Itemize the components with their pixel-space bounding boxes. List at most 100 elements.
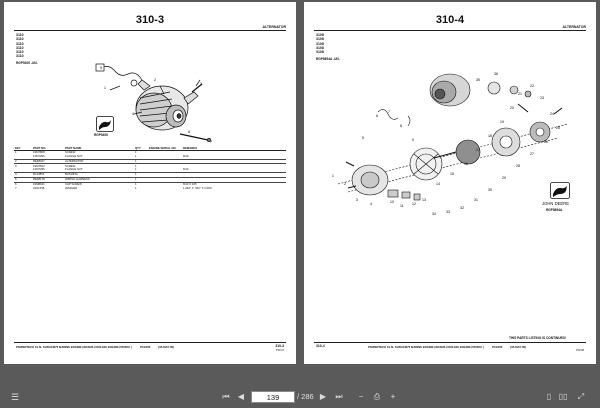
cell-serial: [148, 172, 182, 178]
callout-label: 20: [510, 106, 514, 110]
sidebar-toggle-icon[interactable]: ☰: [10, 392, 20, 402]
next-page-icon[interactable]: ▶: [319, 392, 327, 401]
callout-label: 4: [370, 202, 372, 206]
cell-remarks: M10: [183, 154, 189, 159]
table-row: 4 R123851 BUSHING 1: [14, 172, 286, 178]
callout-label: 31: [474, 198, 478, 202]
section-subtitle: ALTERNATOR: [262, 25, 286, 29]
model-number: 3108: [316, 41, 324, 46]
callout-label: 3: [200, 82, 202, 86]
callout-label: 36: [494, 72, 498, 76]
table-row: 14M7296 FLANGE NUT 1 M10: [14, 168, 286, 172]
callout-label: 2: [154, 78, 156, 82]
cell-serial: [148, 176, 182, 183]
footer-pn: PN=37: [275, 349, 284, 352]
cell-serial: [148, 149, 182, 155]
zoom-in-icon[interactable]: +: [390, 392, 396, 401]
fullscreen-icon[interactable]: ⤢: [577, 392, 585, 401]
footer-title: POWERTECH 10.5L 6105AFM75 MARINE ENGINE …: [368, 345, 485, 349]
cell-serial: [148, 158, 182, 164]
callout-label: 3: [356, 198, 358, 202]
callout-label: 9: [412, 138, 414, 142]
page-title: 310-4: [435, 14, 465, 26]
cell-serial: [148, 163, 182, 169]
callout-label: 23: [540, 96, 544, 100]
callout-label: 26: [544, 140, 548, 144]
cell-remarks: [182, 176, 286, 183]
figure-reference: RGP8894A -UN-: [316, 57, 340, 61]
header-rule: [314, 30, 586, 31]
callout-label: 24: [550, 112, 554, 116]
alternator-illustration: [95, 63, 212, 142]
callout-label: 14: [436, 182, 440, 186]
single-page-icon[interactable]: ▯: [546, 392, 552, 401]
cell-part-no: R123851: [32, 172, 64, 178]
first-page-icon[interactable]: ⏮: [222, 392, 230, 401]
callout-label: 19: [500, 120, 504, 124]
footer-info: POWERTECH 10.5L 6105AFM75 MARINE ENGINE …: [368, 345, 526, 349]
model-number: 3110: [16, 37, 24, 42]
last-page-icon[interactable]: ⏭: [335, 392, 343, 401]
parts-table: KEY PART NO. PART NAME QTY ENGINE SERIAL…: [14, 145, 286, 190]
callout-label: 1: [332, 174, 334, 178]
cell-part-no: 19M8041: [32, 181, 64, 187]
callout-label: 15: [450, 172, 454, 176]
footer-rule: [314, 342, 586, 343]
cell-key: 2: [14, 158, 32, 164]
cell-part-no: 14M7296: [33, 154, 45, 159]
callout-label: 21: [518, 92, 522, 96]
cell-qty: 1: [134, 158, 148, 164]
logo-code: RGP5400: [94, 133, 108, 137]
model-number: 3108: [316, 37, 324, 42]
cell-key: 1: [14, 149, 32, 155]
footer-page-number: 310-3: [275, 344, 284, 348]
callout-label: 17: [476, 148, 480, 152]
table-row: 3 19M7812 SCREW 1: [14, 163, 286, 169]
table-row: 1 19M7868 SCREW 1: [14, 149, 286, 155]
callout-label: 25: [556, 126, 560, 130]
callout-label: 7: [210, 140, 212, 144]
exploded-alternator-diagram: [337, 73, 569, 201]
model-number: 3110: [16, 45, 24, 50]
callout-label: 33: [446, 210, 450, 214]
callout-label: 5: [362, 136, 364, 140]
page-title: 310-3: [135, 14, 165, 26]
model-list: 3110 3110 3110 3110 3110 3110: [16, 33, 24, 59]
callout-label: 6: [376, 114, 378, 118]
brand-name: JOHN DEERE: [542, 201, 569, 206]
cell-key: 3: [14, 163, 32, 169]
logo-code: RGP8894A: [546, 208, 563, 212]
callout-label: 8: [400, 124, 402, 128]
cell-part-name: WASHER: [65, 185, 78, 190]
callout-label: 16: [464, 162, 468, 166]
cell-part-name: ALTERNATOR: [64, 158, 134, 164]
cell-serial: [148, 181, 182, 187]
callout-label: 28: [516, 164, 520, 168]
callout-label: 35: [476, 78, 480, 82]
model-list: 3108 3108 3108 3108 3108: [316, 33, 324, 54]
footer-date: (05-MAY-06): [158, 345, 175, 349]
zoom-out-icon[interactable]: −: [358, 392, 364, 401]
footer-page-number: 310-4: [316, 344, 325, 348]
left-page: 310-3 ALTERNATOR 3110 3110 3110 3110 311…: [4, 2, 296, 364]
cell-remarks: 1.062" X .531" X 0.060": [183, 185, 213, 190]
footer-rule: [14, 342, 286, 343]
footer-date: (05-MAY-06): [510, 345, 527, 349]
model-number: 3108: [316, 50, 324, 55]
callout-label: 11: [400, 204, 404, 208]
table-row: 6 19M8041 CAP SCREW 1 M10 X 165: [14, 181, 286, 187]
page-number-input[interactable]: 139: [251, 391, 295, 403]
cell-remarks: [182, 158, 286, 164]
cell-part-name: CAP SCREW: [64, 181, 134, 187]
cell-part-name: BUSHING: [64, 172, 134, 178]
right-page: 310-4 ALTERNATOR 3108 3108 3108 3108 310…: [304, 2, 596, 364]
cell-key: 5: [14, 176, 32, 183]
previous-page-icon[interactable]: ◀: [237, 392, 245, 401]
two-page-icon[interactable]: ▯▯: [558, 392, 568, 401]
callout-label: 4: [132, 112, 134, 116]
cell-part-name: SCREW: [64, 163, 134, 169]
cell-qty: 1: [134, 176, 148, 183]
cell-part-no: 24H1298: [33, 185, 45, 190]
table-row: 7 24H1298 WASHER 1 1.062" X .531" X 0.06…: [14, 186, 286, 190]
print-icon[interactable]: ⎙: [373, 392, 381, 401]
